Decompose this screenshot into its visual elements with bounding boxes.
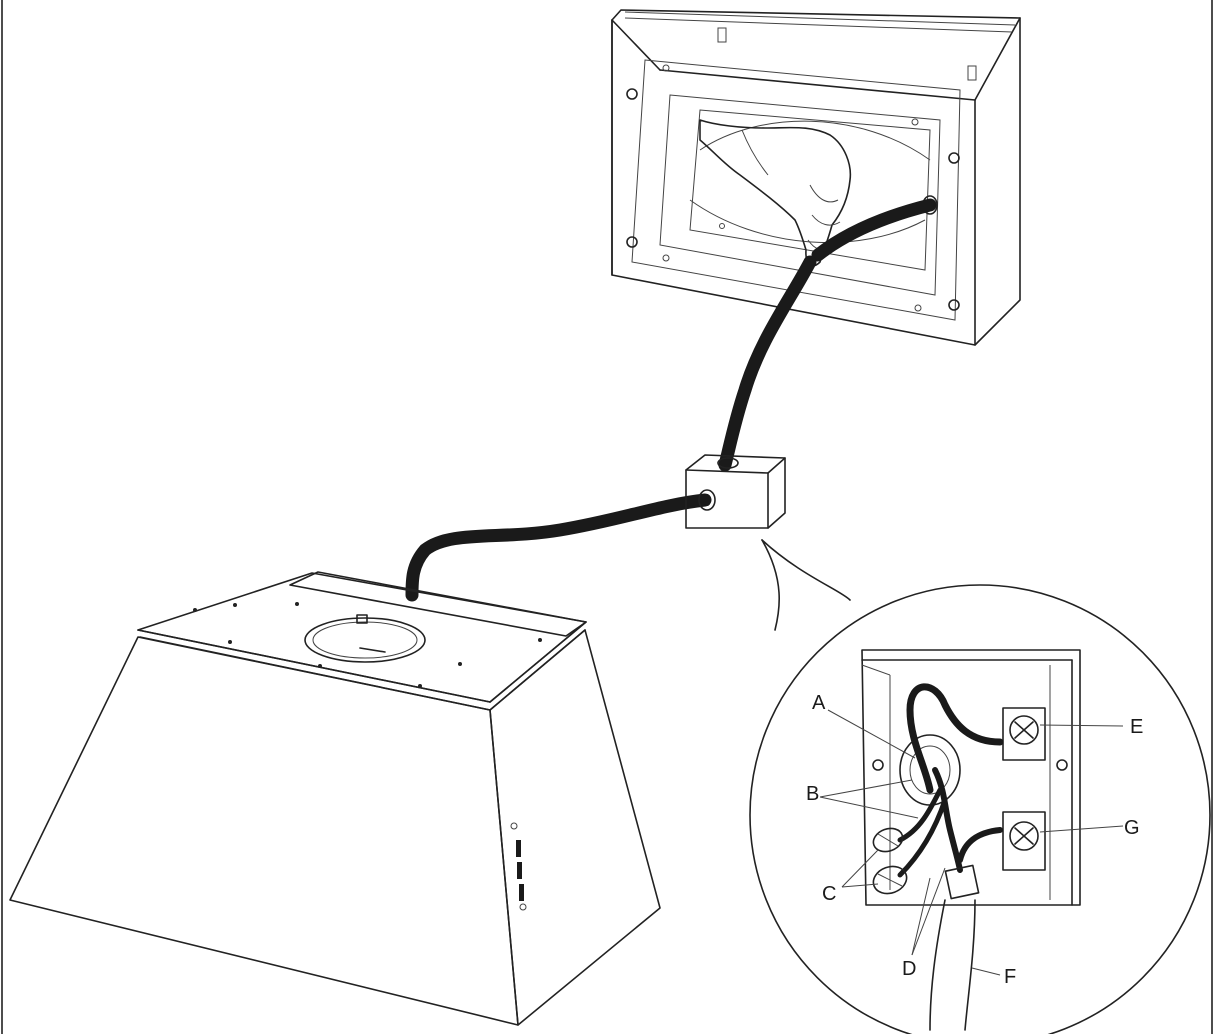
callout-E: E <box>1130 716 1143 738</box>
wire-nut-lower <box>872 865 908 895</box>
callout-labels: A B C D E F G <box>806 692 1143 988</box>
range-hood <box>9 571 661 1026</box>
small-junction-box <box>685 454 786 529</box>
callout-C: C <box>822 883 836 905</box>
callout-A: A <box>812 692 826 714</box>
hood-control-panel <box>510 822 527 911</box>
wire-nut-upper <box>872 827 904 853</box>
terminal-box-detail <box>861 649 1081 1031</box>
callout-D: D <box>902 958 916 980</box>
detail-magnifier <box>749 539 1211 1034</box>
callout-B: B <box>806 783 819 805</box>
callout-leaders <box>819 709 1124 976</box>
terminal-E <box>1002 707 1046 761</box>
terminal-G <box>1002 811 1046 871</box>
power-cable <box>405 198 937 602</box>
wall-electrical-box <box>611 9 1021 346</box>
callout-G: G <box>1124 817 1140 839</box>
callout-F: F <box>1004 966 1016 988</box>
